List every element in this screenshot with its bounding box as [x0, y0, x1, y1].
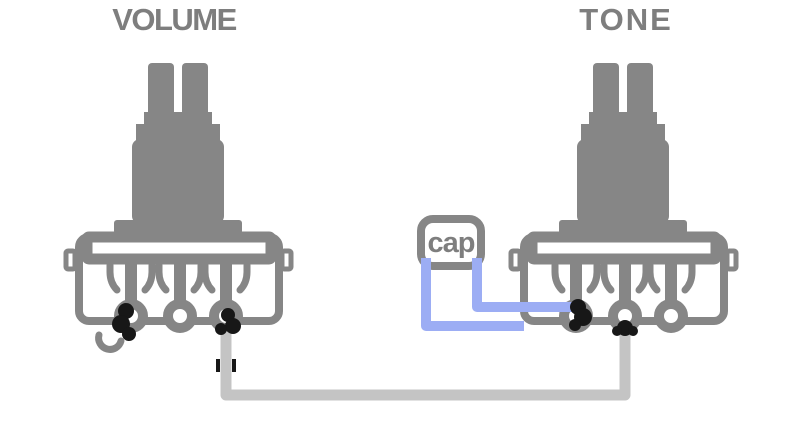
- volume-lug1-bent-tab: [95, 331, 125, 353]
- wire-splice-mark-left: [216, 359, 220, 372]
- solder-blob: [122, 327, 136, 341]
- volume-label: VOLUME: [112, 2, 236, 37]
- tone-label: TONE: [579, 2, 673, 37]
- wire-cap-right-leg-to-tone-lug1: [472, 258, 578, 312]
- solder-blob: [628, 326, 638, 336]
- capacitor-label: cap: [428, 227, 475, 259]
- tone-pot: [511, 63, 736, 328]
- tone-pot-graphic: [511, 63, 736, 328]
- wire-cap-left-leg-to-tone-casing-ground: [421, 258, 524, 331]
- capacitor-outline: [417, 215, 485, 270]
- solder-joint-volume-lug3: [215, 308, 241, 335]
- solder-blob: [215, 323, 227, 335]
- solder-joint-tone-lug1: [569, 299, 592, 331]
- solder-joint-tone-lug2: [612, 320, 638, 336]
- wire-splice-mark-right: [232, 359, 236, 372]
- solder-joint-volume-lug1: [112, 303, 136, 341]
- solder-blob: [225, 318, 241, 334]
- solder-blob: [569, 319, 581, 331]
- solder-blob: [612, 326, 622, 336]
- volume-pot: [66, 63, 291, 328]
- volume-pot-graphic: [66, 63, 291, 328]
- solder-blob: [118, 303, 134, 319]
- capacitor: cap: [417, 215, 485, 270]
- wire-volume-lug3-to-tone-lug2: [220, 324, 631, 401]
